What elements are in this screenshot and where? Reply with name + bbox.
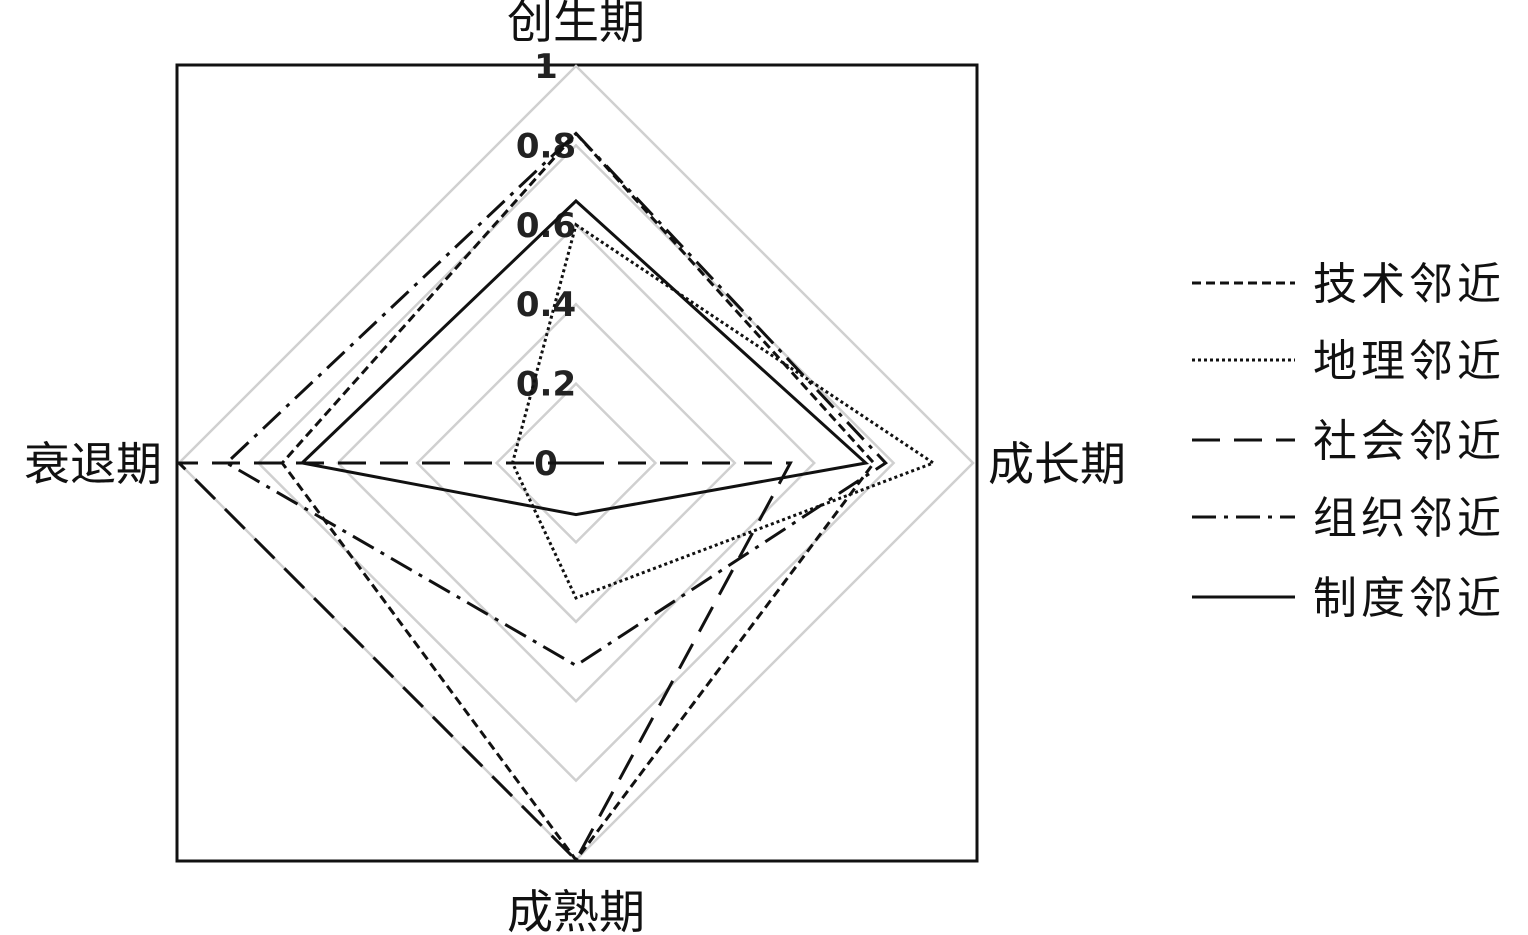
grid-ring bbox=[494, 381, 658, 545]
legend-label: 组织邻近 bbox=[1313, 493, 1505, 544]
axis-label-left: 衰退期 bbox=[24, 437, 162, 491]
axis-label-right: 成长期 bbox=[988, 437, 1126, 491]
series-dotted bbox=[510, 222, 937, 600]
tick-label: 0.4 bbox=[516, 285, 576, 325]
tick-label: 0.8 bbox=[516, 126, 576, 166]
series-solid bbox=[298, 198, 870, 517]
grid-ring bbox=[415, 302, 737, 624]
grid-ring bbox=[336, 223, 816, 703]
axis-label-top: 创生期 bbox=[507, 0, 645, 49]
tick-label: 0 bbox=[534, 444, 558, 484]
tick-label: 0.6 bbox=[516, 206, 576, 246]
grid-ring bbox=[256, 143, 896, 783]
tick-label: 0.2 bbox=[516, 365, 576, 405]
series-short-dash bbox=[280, 131, 876, 863]
axis-label-bottom: 成熟期 bbox=[507, 885, 645, 935]
legend-label: 社会邻近 bbox=[1313, 416, 1505, 467]
series-dash-dot bbox=[224, 131, 888, 668]
legend-label: 技术邻近 bbox=[1313, 259, 1505, 310]
legend-label: 制度邻近 bbox=[1313, 573, 1505, 624]
legend-label: 地理邻近 bbox=[1313, 336, 1505, 387]
tick-label: 1 bbox=[534, 47, 558, 87]
series-long-dash bbox=[175, 461, 793, 863]
